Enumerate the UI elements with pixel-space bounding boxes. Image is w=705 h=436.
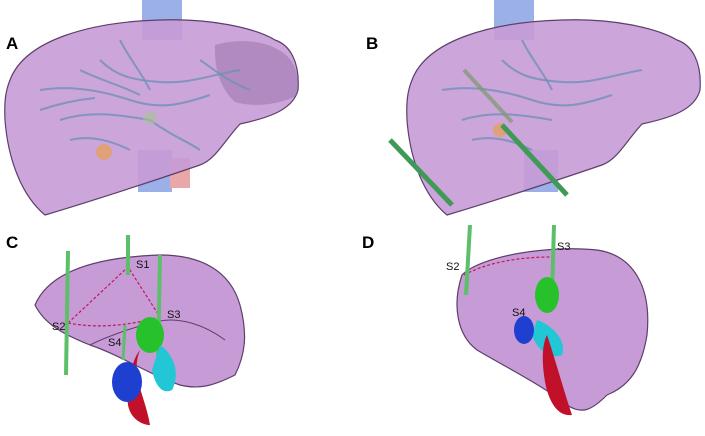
- panel-c: C S1 S2 S3 S4: [0, 225, 352, 436]
- label-s2: S2: [52, 321, 66, 333]
- gallbladder-hint: [143, 111, 157, 125]
- needle-s4: [121, 324, 127, 361]
- label-s4: S4: [108, 337, 122, 349]
- panel-b-liver-illustration: [388, 0, 701, 216]
- panel-c-letter: C: [6, 233, 19, 252]
- panel-a-liver-illustration: [4, 0, 299, 216]
- label-s3: S3: [167, 309, 181, 321]
- gallbladder: [535, 277, 559, 313]
- panel-a-letter: A: [6, 34, 19, 53]
- label-s1: S1: [136, 259, 150, 271]
- hepatic-vessel-tree: [441, 39, 643, 151]
- needle-1: [388, 138, 454, 207]
- artery: [542, 335, 572, 416]
- liver-right-dark: [214, 41, 298, 105]
- panel-d: D S2 S3 S4: [352, 225, 705, 436]
- panel-b: B: [352, 0, 705, 225]
- panel-c-liver-illustration: [34, 235, 246, 425]
- needle-s2: [464, 225, 472, 296]
- portal-vein: [112, 362, 142, 402]
- label-s2: S2: [446, 261, 460, 273]
- tumor: [96, 144, 112, 160]
- label-s4: S4: [512, 307, 526, 319]
- gallbladder: [136, 317, 164, 353]
- needle-s2: [64, 250, 70, 376]
- panel-d-liver-illustration: [456, 225, 649, 416]
- needle-3: [500, 123, 569, 197]
- panel-b-letter: B: [366, 34, 379, 53]
- portal-vein: [514, 316, 534, 344]
- needle-2: [462, 68, 514, 124]
- bile-duct: [152, 345, 176, 392]
- hepatic-vessel-tree: [39, 39, 251, 151]
- label-s3: S3: [557, 241, 571, 253]
- cut-line: [463, 256, 553, 276]
- panel-d-letter: D: [362, 233, 375, 252]
- panel-a: A: [0, 0, 352, 225]
